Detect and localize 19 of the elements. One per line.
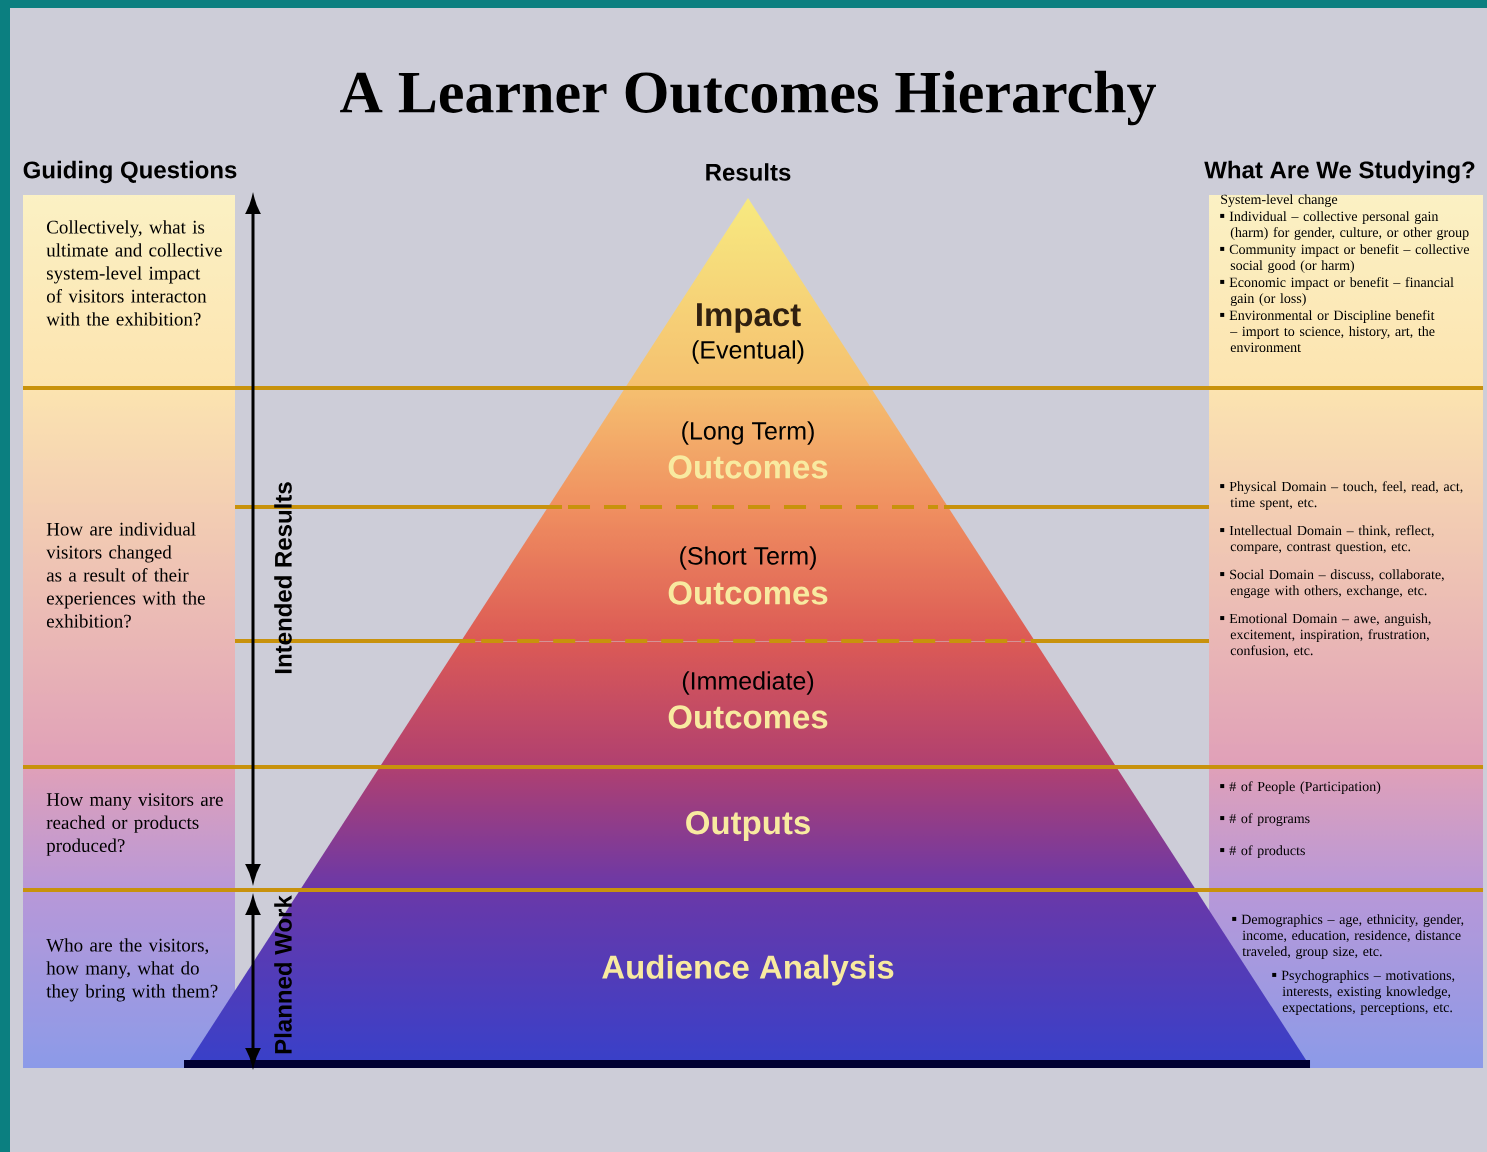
title: A Learner Outcomes Hierarchy bbox=[340, 70, 1156, 126]
pyramid-level: (Short Term) Outcomes bbox=[668, 546, 828, 605]
column-heading: Results bbox=[706, 163, 791, 181]
question-cell: How are individual visitors changed as a result of their experiences with the exhibition? bbox=[46, 522, 205, 628]
question-cell: How many visitors are reached or products produced? bbox=[46, 793, 223, 856]
column-heading: Guiding Questions bbox=[23, 160, 237, 184]
study-cell: # of People (Participation) # of programs # of products bbox=[1220, 781, 1381, 859]
study-cell: Physical Domain – touch, feel, read, act, time spent, etc. Intellectual Domain – think, reflect, compare, contrast question, etc. Social Domain – discuss, collaborate, engage with others, exchange, etc. Emotional Domain – awe, anguish, excitement, inspiration, frustration, confusion, etc. bbox=[1220, 481, 1463, 658]
question-cell: Who are the visitors, how many, what do they bring with them? bbox=[46, 938, 218, 1002]
pyramid-level: (Immediate) Outcomes bbox=[668, 671, 828, 729]
arrow-label: Planned Work bbox=[274, 895, 292, 1054]
pyramid-level: Outputs bbox=[686, 811, 810, 841]
pyramid-level: Impact (Eventual) bbox=[692, 303, 804, 364]
arrow-label: Intended Results bbox=[274, 482, 292, 674]
pyramid-level: Audience Analysis bbox=[602, 954, 894, 986]
question-cell: Collectively, what is ultimate and collective system-level impact of visitors interacton with the exhibition? bbox=[46, 220, 222, 326]
study-cell: Demographics – age, ethnicity, gender, income, education, residence, distance traveled, group size, etc. Psychographics – motivations, interests, existing knowledge, expectations, perceptions, etc. bbox=[1232, 914, 1464, 1015]
pyramid-level: (Long Term) Outcomes bbox=[668, 421, 828, 479]
study-cell: System-level change Individual – collective personal gain (harm) for gender, culture, or other group Community impact or benefit – collective social good (or harm) Economic impact or benefit – financial gain (or loss) Environmental or Discipline benefit – import to science, history, art, the environment bbox=[1220, 194, 1470, 353]
